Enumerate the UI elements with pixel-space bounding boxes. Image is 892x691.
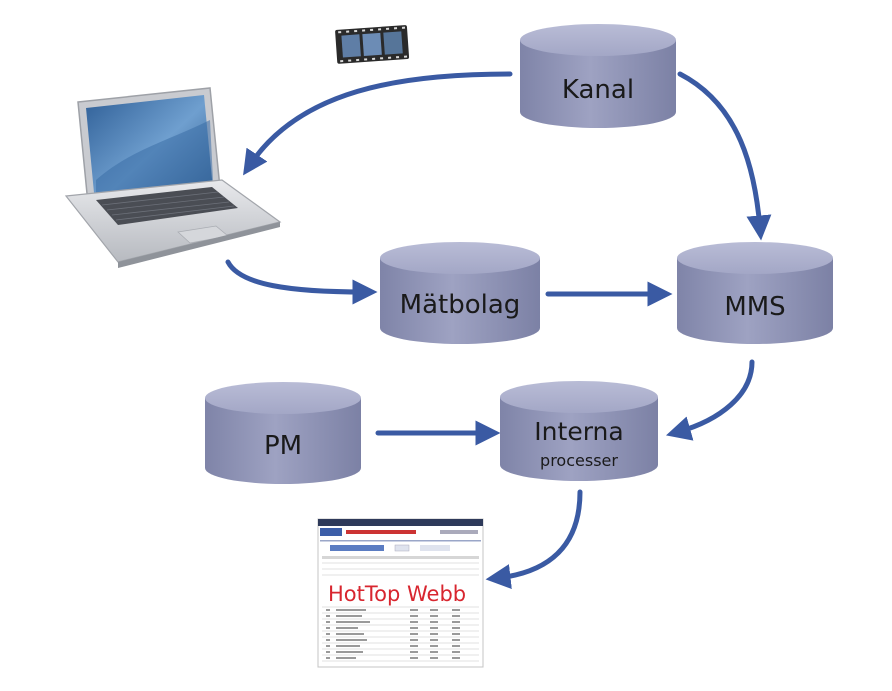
hottop-webb-label: HotTop Webb (328, 582, 466, 606)
arrows (225, 71, 772, 589)
cylinder-interna: Interna processer (500, 381, 658, 481)
arrow-laptop-to-matbolag (225, 259, 378, 305)
arrow-kanal-to-laptop (243, 71, 513, 176)
pm-label: PM (264, 431, 302, 461)
matbolag-label: Mätbolag (400, 290, 521, 320)
kanal-label: Kanal (562, 75, 634, 105)
cylinder-kanal: Kanal (520, 24, 676, 128)
arrow-mms-to-interna (665, 359, 755, 441)
laptop-icon (64, 87, 282, 268)
mms-label: MMS (724, 292, 785, 322)
interna-label: Interna (534, 417, 623, 446)
cylinder-pm: PM (205, 382, 361, 484)
interna-sublabel: processer (540, 451, 618, 470)
cylinder-matbolag: Mätbolag (380, 242, 540, 344)
arrow-interna-to-hottop (485, 489, 583, 589)
film-strip-icon (335, 25, 410, 64)
cylinder-mms: MMS (677, 242, 833, 344)
arrow-kanal-to-mms (677, 71, 772, 241)
webpage-thumbnail: HotTop Webb (317, 518, 484, 668)
